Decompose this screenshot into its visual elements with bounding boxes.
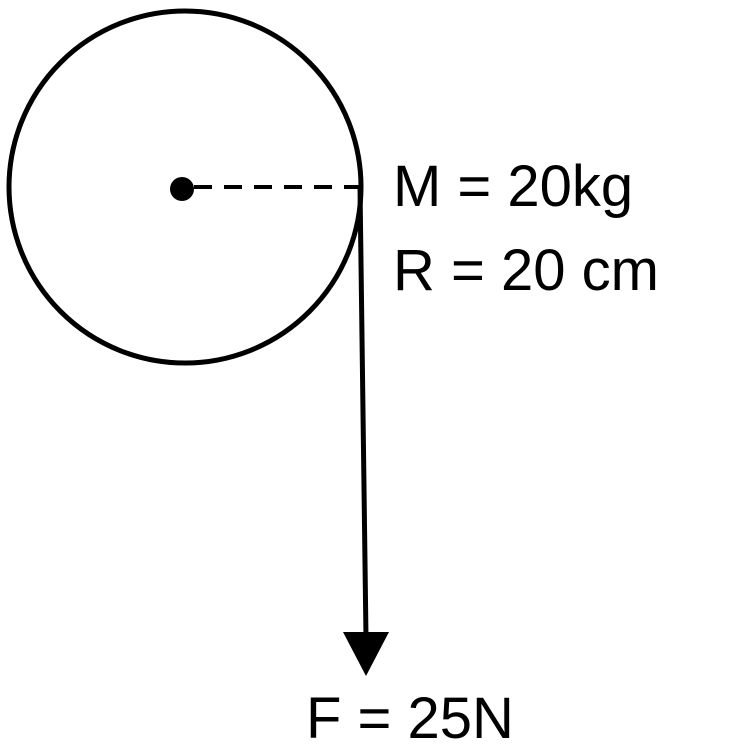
rope-line	[357, 186, 369, 639]
wheel-center-dot	[170, 177, 194, 201]
mass-label: M = 20kg	[393, 154, 633, 219]
force-arrow-head	[343, 632, 389, 676]
force-label: F = 25N	[306, 686, 514, 749]
radius-label: R = 20 cm	[393, 238, 659, 303]
